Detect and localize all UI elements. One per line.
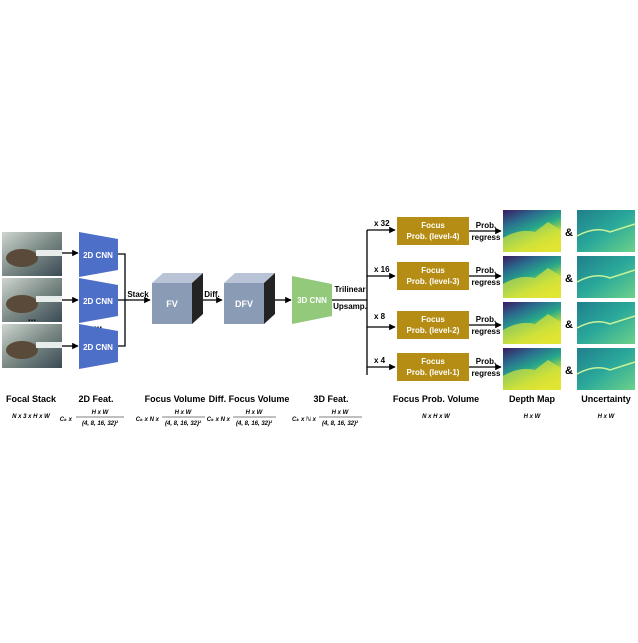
scale-level-3: x 16 bbox=[374, 265, 390, 274]
svg-text:2D CNN: 2D CNN bbox=[83, 297, 113, 306]
focal-image-3 bbox=[2, 324, 62, 368]
cnn3d-label: 3D CNN bbox=[297, 296, 327, 305]
svg-text:Cₖ x ℕ x: Cₖ x ℕ x bbox=[292, 416, 317, 423]
svg-text:Prob. (level-1): Prob. (level-1) bbox=[407, 368, 460, 377]
svg-text:Focus Volume: Focus Volume bbox=[145, 394, 206, 404]
focal-stack-images: ... bbox=[2, 232, 62, 368]
svg-text:H x W: H x W bbox=[246, 410, 264, 416]
caption-focus-volume: Focus Volume Cₖ x N x H x W (4, 8, 16, 3… bbox=[136, 394, 206, 427]
svg-text:Uncertainty: Uncertainty bbox=[581, 394, 631, 404]
cnn2d-block-3: 2D CNN bbox=[79, 324, 118, 369]
cnn2d-block-1: 2D CNN bbox=[79, 232, 118, 277]
focus-prob-level-3: Focus Prob. (level-3) bbox=[397, 262, 469, 290]
svg-text:Cₖ x N x: Cₖ x N x bbox=[207, 417, 231, 423]
uncertainty-map-level-2 bbox=[576, 302, 636, 344]
cnn2d-block-2: 2D CNN bbox=[79, 278, 118, 323]
amp-level-1: & bbox=[565, 365, 573, 377]
depth-map-level-2 bbox=[503, 302, 561, 344]
svg-text:(4, 8, 16, 32)²: (4, 8, 16, 32)² bbox=[322, 420, 359, 427]
svg-text:2D Feat.: 2D Feat. bbox=[78, 394, 113, 404]
depth-map-level-4 bbox=[503, 210, 561, 252]
svg-text:H x W: H x W bbox=[524, 414, 542, 420]
svg-text:Focal Stack: Focal Stack bbox=[6, 394, 57, 404]
svg-text:Diff. Focus Volume: Diff. Focus Volume bbox=[209, 394, 290, 404]
svg-text:N x 3 x H x W: N x 3 x H x W bbox=[12, 414, 51, 420]
depth-map-level-1 bbox=[503, 348, 561, 390]
dfv-cube: DFV bbox=[224, 273, 275, 324]
svg-text:Prob.: Prob. bbox=[476, 266, 496, 275]
svg-text:2D CNN: 2D CNN bbox=[83, 343, 113, 352]
uncertainty-map-level-3 bbox=[576, 256, 636, 298]
svg-text:H x W: H x W bbox=[332, 410, 350, 416]
caption-focus-prob-volume: Focus Prob. Volume N x H x W bbox=[393, 394, 479, 420]
amp-level-2: & bbox=[565, 319, 573, 331]
svg-text:regress: regress bbox=[472, 233, 501, 242]
focus-prob-level-1: Focus Prob. (level-1) bbox=[397, 353, 469, 381]
caption-depth-map: Depth Map H x W bbox=[509, 394, 556, 420]
caption-focal-stack: Focal Stack N x 3 x H x W bbox=[6, 394, 57, 420]
trilinear-label: Trilinear bbox=[334, 285, 365, 294]
focus-prob-level-2: Focus Prob. (level-2) bbox=[397, 311, 469, 339]
scale-level-1: x 4 bbox=[374, 356, 386, 365]
amp-level-4: & bbox=[565, 227, 573, 239]
svg-text:Prob.: Prob. bbox=[476, 221, 496, 230]
svg-text:Focus Prob. Volume: Focus Prob. Volume bbox=[393, 394, 479, 404]
svg-text:regress: regress bbox=[472, 278, 501, 287]
scale-level-4: x 32 bbox=[374, 219, 390, 228]
diff-label: Diff. bbox=[204, 290, 220, 299]
depth-map-level-3 bbox=[503, 256, 561, 298]
svg-text:(4, 8, 16, 32)²: (4, 8, 16, 32)² bbox=[236, 420, 273, 427]
caption-diff-focus-volume: Diff. Focus Volume Cₖ x N x H x W (4, 8,… bbox=[207, 394, 290, 427]
svg-text:regress: regress bbox=[472, 327, 501, 336]
svg-text:Focus: Focus bbox=[421, 315, 445, 324]
svg-text:regress: regress bbox=[472, 369, 501, 378]
svg-text:Focus: Focus bbox=[421, 266, 445, 275]
svg-text:H x W: H x W bbox=[598, 414, 616, 420]
svg-text:(4, 8, 16, 32)²: (4, 8, 16, 32)² bbox=[165, 420, 202, 427]
stack-label: Stack bbox=[127, 290, 149, 299]
svg-text:Prob.: Prob. bbox=[476, 315, 496, 324]
svg-text:H x W: H x W bbox=[175, 410, 193, 416]
uncertainty-map-level-1 bbox=[576, 348, 636, 390]
svg-text:Prob. (level-4): Prob. (level-4) bbox=[407, 232, 460, 241]
svg-text:Focus: Focus bbox=[421, 357, 445, 366]
focal-image-2 bbox=[2, 278, 62, 322]
scale-level-2: x 8 bbox=[374, 312, 386, 321]
svg-text:(4, 8, 16, 32)²: (4, 8, 16, 32)² bbox=[82, 420, 119, 427]
svg-text:Cₖ x: Cₖ x bbox=[60, 417, 73, 423]
uncertainty-map-level-4 bbox=[576, 210, 636, 252]
fv-label: FV bbox=[166, 299, 178, 309]
svg-text:Prob. (level-3): Prob. (level-3) bbox=[407, 277, 460, 286]
svg-text:H x W: H x W bbox=[92, 410, 110, 416]
cnn-ellipsis: ... bbox=[94, 320, 103, 331]
focal-image-1 bbox=[2, 232, 62, 276]
caption-uncertainty: Uncertainty H x W bbox=[581, 394, 631, 420]
svg-text:Focus: Focus bbox=[421, 221, 445, 230]
svg-text:Prob.: Prob. bbox=[476, 357, 496, 366]
svg-text:N x H x W: N x H x W bbox=[422, 414, 451, 420]
caption-2d-feat: 2D Feat. Cₖ x H x W (4, 8, 16, 32)² bbox=[60, 394, 124, 427]
svg-text:Cₖ x N x: Cₖ x N x bbox=[136, 417, 160, 423]
cnn3d-block: 3D CNN bbox=[292, 276, 332, 324]
svg-text:3D Feat.: 3D Feat. bbox=[313, 394, 348, 404]
dfv-label: DFV bbox=[235, 299, 253, 309]
upsamp-label: Upsamp. bbox=[333, 302, 367, 311]
caption-3d-feat: 3D Feat. Cₖ x ℕ x H x W (4, 8, 16, 32)² bbox=[292, 394, 362, 427]
svg-text:2D CNN: 2D CNN bbox=[83, 251, 113, 260]
amp-level-3: & bbox=[565, 273, 573, 285]
fv-cube: FV bbox=[152, 273, 203, 324]
focus-prob-level-4: Focus Prob. (level-4) bbox=[397, 217, 469, 245]
svg-text:Depth Map: Depth Map bbox=[509, 394, 556, 404]
stack-ellipsis: ... bbox=[28, 313, 37, 324]
svg-text:Prob. (level-2): Prob. (level-2) bbox=[407, 326, 460, 335]
